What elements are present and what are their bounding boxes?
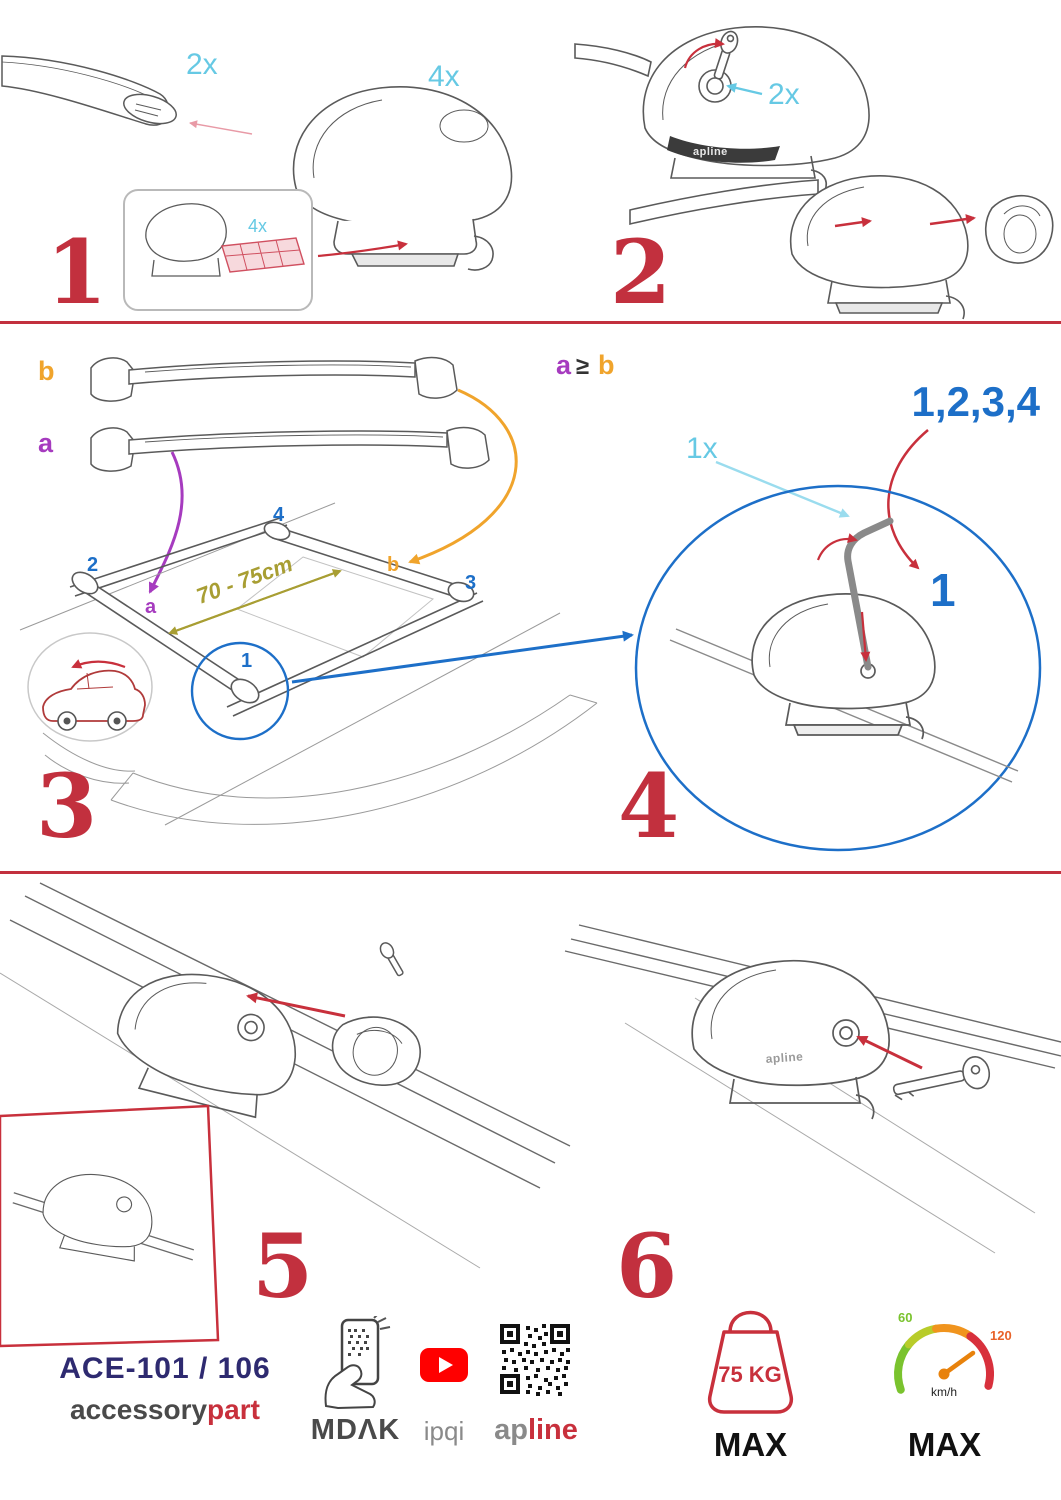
speed-high-label: 120 xyxy=(990,1328,1012,1343)
bar-a-position-arrow xyxy=(148,451,184,594)
position-3-label: 3 xyxy=(465,572,476,594)
forward-direction-arrow xyxy=(71,659,126,669)
allen-qty-arrow xyxy=(715,460,850,518)
cond-ge-label: ≥ xyxy=(576,353,589,380)
crossbar-icon xyxy=(1,55,177,126)
apline-logo-on-foot: apline xyxy=(693,146,728,158)
weight-max-label: MAX xyxy=(713,1426,788,1463)
key-quantity-label: 2x xyxy=(768,78,800,111)
first-position-label: 1 xyxy=(930,564,956,616)
foot-quantity-label: 4x xyxy=(428,60,460,93)
section-divider-1 xyxy=(0,321,1061,324)
sequence-start-arrow xyxy=(887,429,929,570)
car-icon xyxy=(42,669,146,722)
steps-3-4-illustration: b a xyxy=(19,350,1042,852)
bar-insert-arrow xyxy=(834,217,872,228)
ipqi-text: ipqi xyxy=(423,1416,465,1446)
brand-part: part xyxy=(207,1394,260,1425)
rubber-pad-icon xyxy=(221,237,305,273)
step-4-number: 4 xyxy=(618,754,680,858)
mounted-foot-icon xyxy=(116,973,296,1119)
apline-logo-on-foot-2: apline xyxy=(765,1049,804,1066)
weight-limit-icon: 75 KG xyxy=(707,1310,794,1414)
zoomed-foot-scene xyxy=(669,517,1019,783)
crossbar-a-icon xyxy=(90,426,490,472)
speed-unit-label: km/h xyxy=(931,1385,957,1399)
cover-slide-scene xyxy=(0,882,571,1348)
cover-piece-icon xyxy=(331,1016,421,1086)
cover-slide-arrow xyxy=(246,992,346,1018)
speed-limit-icon: 60 120 km/h xyxy=(894,1310,1012,1399)
qr-code-icon xyxy=(498,1322,572,1396)
step-2-number: 2 xyxy=(610,220,672,324)
roof-foot-icon xyxy=(292,86,513,271)
end-cap-icon xyxy=(984,194,1054,264)
car-direction-inset xyxy=(27,632,153,742)
turn-bolt-arrow xyxy=(816,533,858,561)
cond-a-label: a xyxy=(556,350,572,380)
bar-a-label: a xyxy=(38,428,54,458)
model-number: ACE-101 / 106 xyxy=(59,1352,271,1385)
speed-max-label: MAX xyxy=(907,1426,982,1463)
allen-quantity-label: 1x xyxy=(686,432,718,465)
press-down-arrow xyxy=(860,611,871,662)
zoom-link-arrow xyxy=(291,630,634,684)
zoom-target-circle xyxy=(190,641,290,741)
apline-ap: ap xyxy=(494,1414,528,1446)
finished-foot-inset xyxy=(0,1104,220,1348)
step-6-number: 6 xyxy=(616,1214,678,1318)
foot-with-key-icon: apline xyxy=(574,26,870,191)
roof-b-label: b xyxy=(387,554,399,576)
model-block: ACE-101 / 106 accessorypart xyxy=(45,1352,285,1426)
mdak-logo-text: MDΛK xyxy=(310,1414,401,1446)
steps-5-6-illustration: apline xyxy=(0,882,1061,1348)
roof-a-label: a xyxy=(145,596,157,618)
bar-b-label: b xyxy=(38,356,55,386)
key-icon xyxy=(379,942,404,977)
tighten-sequence-label: 1,2,3,4 xyxy=(912,378,1041,425)
scan-phone-icon xyxy=(324,1316,391,1410)
lock-key-scene: apline xyxy=(564,924,1061,1254)
youtube-icon xyxy=(420,1348,468,1382)
brand-accessory: accessory xyxy=(70,1394,208,1425)
footer: ACE-101 / 106 accessorypart MDΛK ipqi xyxy=(0,1290,1061,1500)
steps-1-2-illustration: 2x 4x 4x xyxy=(1,26,1054,320)
speedometer-needle xyxy=(941,1350,976,1377)
bar-to-foot-arrow xyxy=(189,120,253,135)
apline-line: line xyxy=(527,1414,578,1446)
crossbar-b-icon xyxy=(90,356,458,402)
speed-low-label: 60 xyxy=(898,1310,912,1325)
section-divider-2 xyxy=(0,871,1061,874)
key-qty-arrow xyxy=(726,82,763,96)
position-4-label: 4 xyxy=(273,504,285,526)
locked-foot-icon: apline xyxy=(691,959,890,1120)
bar-foot-assembly-icon xyxy=(629,175,1054,320)
cap-attach-arrow xyxy=(929,214,976,226)
allen-key-icon xyxy=(844,517,894,671)
distance-label: 70 - 75cm xyxy=(193,551,296,609)
bar-quantity-label: 2x xyxy=(186,48,218,81)
position-2-label: 2 xyxy=(87,554,98,576)
zoom-ellipse xyxy=(634,484,1042,852)
weight-limit-value: 75 KG xyxy=(718,1362,782,1387)
brand-name: accessorypart xyxy=(45,1394,285,1426)
step-1-number: 1 xyxy=(46,220,108,324)
phone-qr-pattern xyxy=(348,1329,369,1356)
position-1-label: 1 xyxy=(241,650,252,672)
key-insert-arrow xyxy=(856,1035,923,1070)
step-5-number: 5 xyxy=(252,1214,314,1318)
cond-b-label: b xyxy=(598,350,615,380)
pad-insert-arrow xyxy=(317,240,408,258)
key-icon-2 xyxy=(892,1056,991,1101)
bar-b-position-arrow xyxy=(408,388,518,565)
apline-logo-text: apline xyxy=(486,1414,586,1447)
hand-icon xyxy=(324,1364,376,1410)
key-turn-arrow xyxy=(683,38,725,69)
pad-detail-inset: 4x xyxy=(123,189,313,311)
step-3-number: 3 xyxy=(36,754,98,858)
car-roof-scene: 70 - 75cm 2 4 3 1 a b xyxy=(19,502,598,826)
pad-quantity-label: 4x xyxy=(248,216,267,236)
